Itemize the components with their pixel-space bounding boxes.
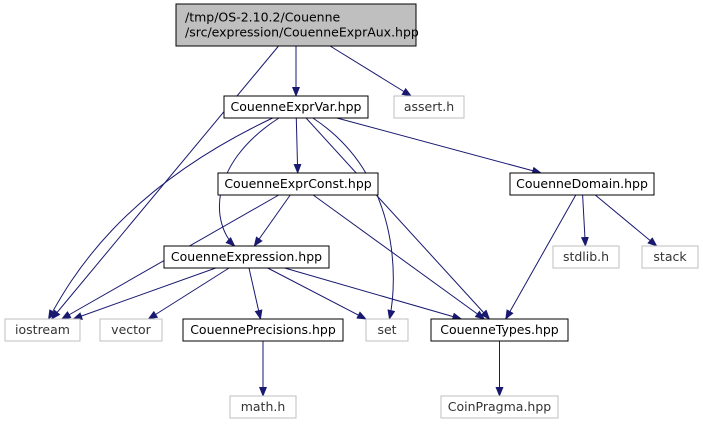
node-box <box>430 318 569 342</box>
node-iostream: iostream <box>4 318 81 342</box>
node-label: vector <box>111 322 152 337</box>
node-stdlib: stdlib.h <box>552 245 620 269</box>
nodes-layer: /tmp/OS-2.10.2/Couenne/src/expression/Co… <box>4 3 699 419</box>
node-box <box>175 3 417 47</box>
node-expression[interactable]: CouenneExpression.hpp <box>163 245 330 269</box>
node-precisions[interactable]: CouennePrecisions.hpp <box>182 318 344 342</box>
node-assert: assert.h <box>393 95 465 119</box>
node-box <box>229 395 297 419</box>
node-label: stdlib.h <box>563 249 609 264</box>
node-label: /src/expression/CouenneExprAux.hpp <box>185 25 419 40</box>
edge-exprconst-to-types <box>312 194 486 320</box>
node-exprvar[interactable]: CouenneExprVar.hpp <box>223 95 369 119</box>
edge-expression-to-vector <box>147 267 230 320</box>
node-coinpragma: CoinPragma.hpp <box>440 395 559 419</box>
node-set: set <box>365 318 409 342</box>
node-label: iostream <box>15 322 70 337</box>
node-label: stack <box>653 249 687 264</box>
edge-exprvar-to-exprconst <box>293 117 302 174</box>
edge-root-to-assert <box>329 45 413 97</box>
node-box <box>223 95 369 119</box>
edge-exprvar-to-types <box>305 117 491 320</box>
node-label: CouenneExprConst.hpp <box>224 176 371 191</box>
edge-exprvar-to-iostream <box>48 117 273 320</box>
node-box <box>393 95 465 119</box>
node-box <box>440 395 559 419</box>
edge-domain-to-types <box>505 194 577 320</box>
node-box <box>163 245 330 269</box>
node-types[interactable]: CouenneTypes.hpp <box>430 318 569 342</box>
edge-expression-to-types <box>284 267 463 321</box>
node-exprconst[interactable]: CouenneExprConst.hpp <box>217 172 379 196</box>
node-domain[interactable]: CouenneDomain.hpp <box>509 172 655 196</box>
node-math: math.h <box>229 395 297 419</box>
node-box <box>4 318 81 342</box>
node-stack: stack <box>641 245 699 269</box>
node-root[interactable]: /tmp/OS-2.10.2/Couenne/src/expression/Co… <box>175 3 419 47</box>
node-box <box>217 172 379 196</box>
node-label: CoinPragma.hpp <box>448 399 551 414</box>
node-box <box>182 318 344 342</box>
edge-domain-to-stdlib <box>580 194 589 247</box>
node-box <box>99 318 163 342</box>
edge-domain-to-stack <box>594 194 658 247</box>
edge-exprvar-to-domain <box>336 117 543 175</box>
edges-layer <box>48 45 658 397</box>
node-label: CouenneDomain.hpp <box>516 176 648 191</box>
node-label: math.h <box>241 399 286 414</box>
edge-exprconst-to-expression <box>253 194 291 247</box>
edge-expression-to-precisions <box>248 267 263 320</box>
node-label: /tmp/OS-2.10.2/Couenne <box>185 10 341 25</box>
node-vector: vector <box>99 318 163 342</box>
node-label: CouennePrecisions.hpp <box>190 322 336 337</box>
node-label: set <box>377 322 396 337</box>
node-box <box>509 172 655 196</box>
node-label: CouenneExprVar.hpp <box>231 99 362 114</box>
node-box <box>552 245 620 269</box>
node-label: CouenneTypes.hpp <box>440 322 559 337</box>
edge-exprvar-to-set <box>312 117 396 320</box>
edge-expression-to-set <box>267 267 367 320</box>
node-box <box>641 245 699 269</box>
node-box <box>365 318 409 342</box>
node-label: CouenneExpression.hpp <box>171 249 322 264</box>
edge-expression-to-iostream <box>72 267 216 320</box>
node-label: assert.h <box>404 99 454 114</box>
